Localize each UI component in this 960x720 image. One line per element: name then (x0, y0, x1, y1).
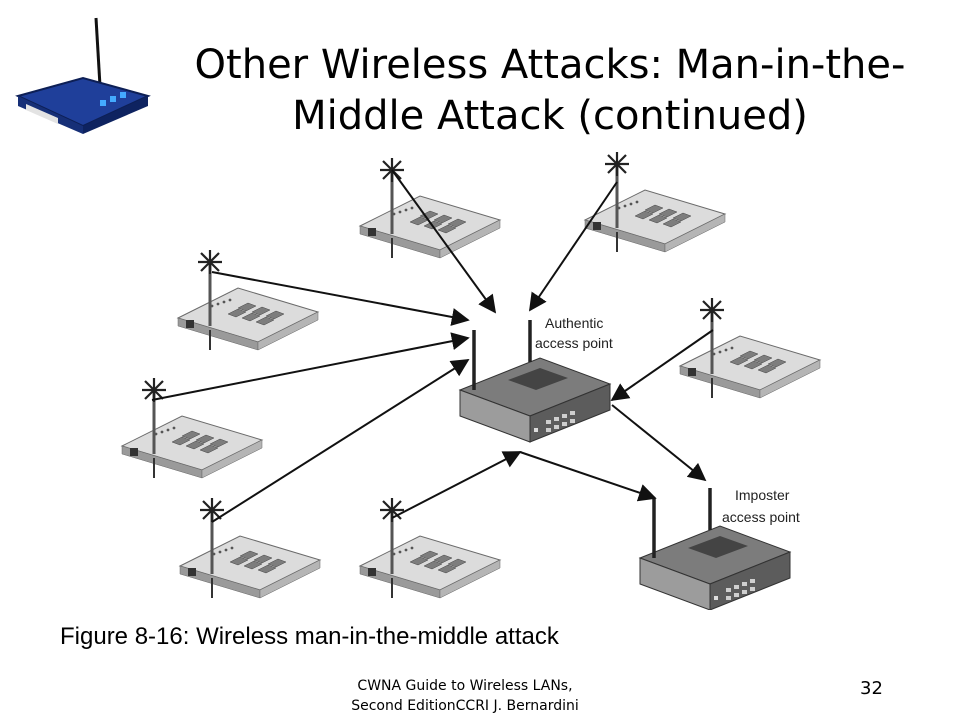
mitm-diagram: Authentic access point Imposter access p… (120, 150, 822, 610)
title-line-1: Other Wireless Attacks: Man-in-the- (194, 42, 906, 88)
imposter-label-line-1: Imposter (735, 487, 790, 503)
authentic-label-line-2: access point (535, 335, 613, 351)
page-number: 32 (860, 678, 883, 699)
client-card-upper-left (176, 248, 320, 352)
attack-arrows (151, 169, 714, 523)
slide-footer: CWNA Guide to Wireless LANs, Second Edit… (300, 676, 630, 716)
client-card-top-right (583, 150, 727, 254)
footer-line-2: Second EditionCCRI J. Bernardini (351, 698, 579, 714)
imposter-label-line-2: access point (722, 509, 800, 525)
wireless-router-logo-icon (15, 17, 151, 134)
figure-caption: Figure 8-16: Wireless man-in-the-middle … (60, 623, 559, 650)
client-card-top-center (358, 156, 502, 260)
footer-line-1: CWNA Guide to Wireless LANs, (357, 678, 573, 694)
slide-title: Other Wireless Attacks: Man-in-the- Midd… (150, 40, 950, 142)
authentic-label-line-1: Authentic (545, 315, 603, 331)
title-line-2: Middle Attack (continued) (292, 93, 808, 139)
client-card-right (678, 296, 822, 400)
client-card-lower-left (178, 496, 322, 600)
imposter-access-point-icon (638, 486, 792, 610)
client-card-bottom-center (358, 496, 502, 600)
